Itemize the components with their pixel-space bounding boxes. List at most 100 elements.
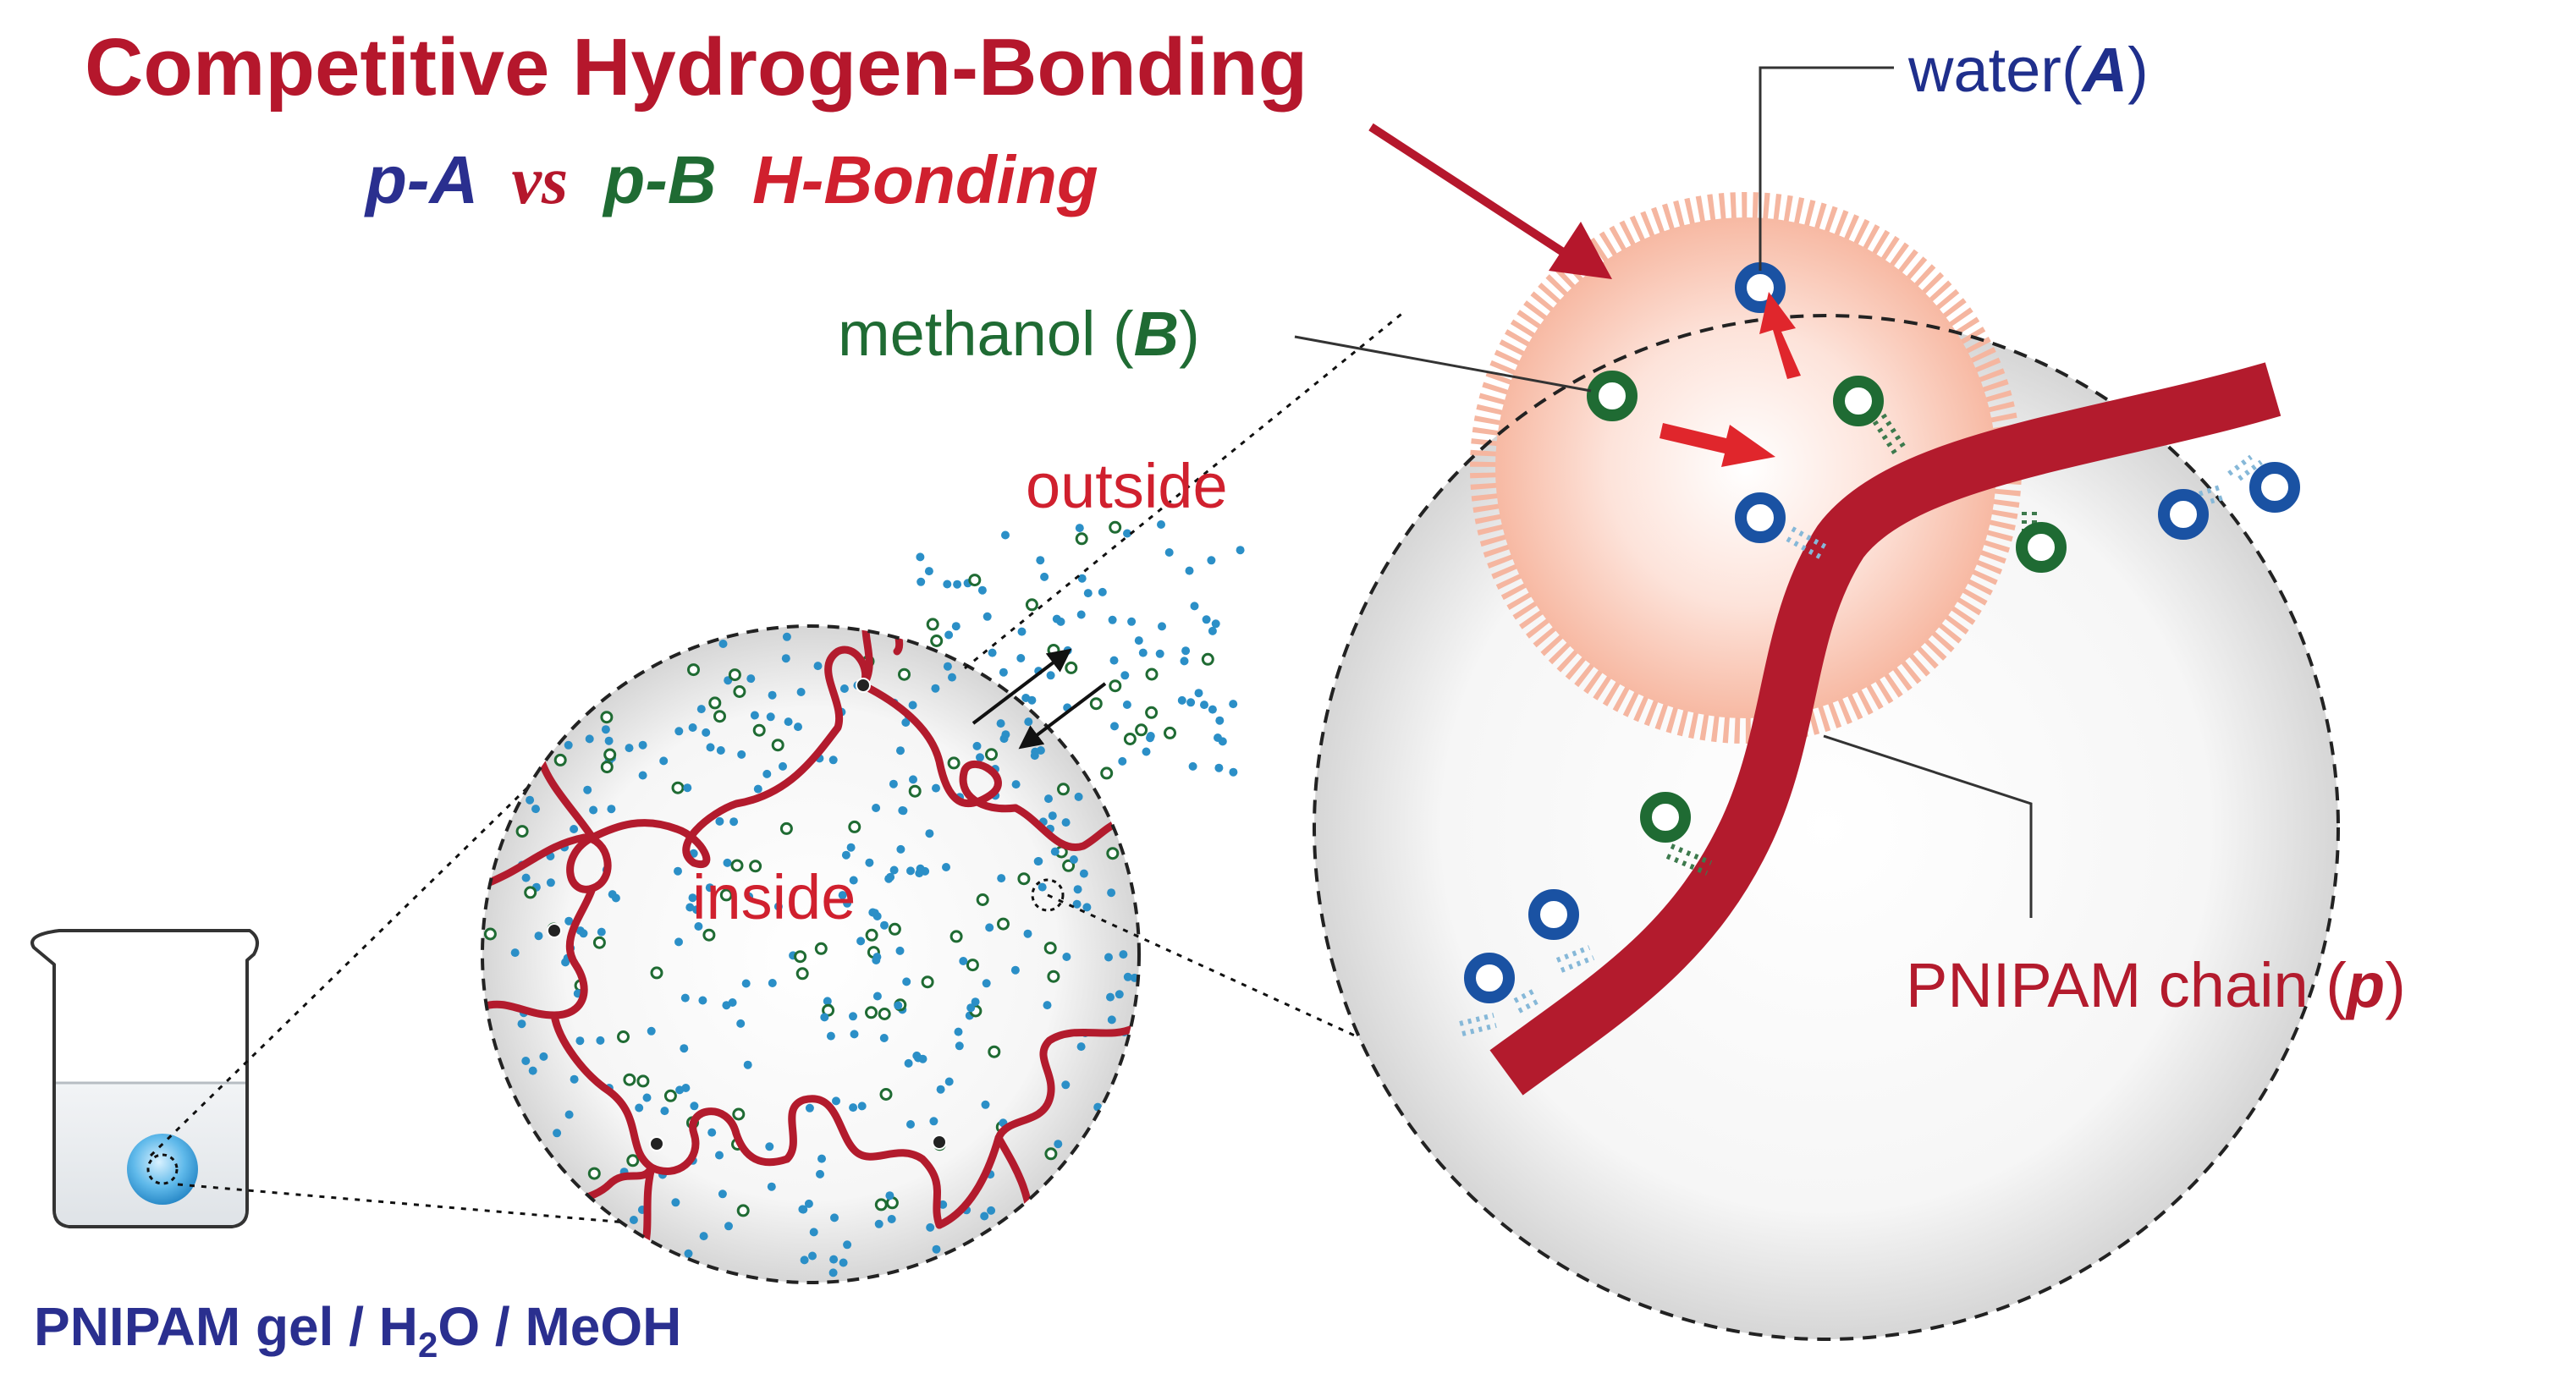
- water-dot: [981, 1100, 990, 1109]
- water-dot: [750, 711, 759, 720]
- water-dot: [766, 712, 775, 722]
- methanol-dot: [1075, 532, 1088, 546]
- water-dot: [534, 931, 543, 941]
- water-dot: [690, 1102, 699, 1111]
- water-dot: [681, 1084, 691, 1092]
- beaker: [30, 929, 259, 1228]
- water-dot: [1017, 627, 1027, 636]
- water-dot: [642, 1093, 652, 1102]
- methanol-dot: [1017, 872, 1031, 886]
- water-dot: [1061, 1080, 1071, 1090]
- water-dot: [570, 825, 579, 833]
- water-dot: [872, 956, 881, 964]
- water-dot: [872, 992, 882, 1001]
- methanol-dot: [592, 936, 606, 949]
- water-dot: [683, 783, 692, 793]
- water-dot: [1214, 733, 1222, 742]
- water-dot: [1069, 855, 1078, 864]
- water-dot: [929, 1117, 938, 1126]
- water-dot: [849, 876, 858, 885]
- water-dot: [896, 844, 905, 854]
- water-dot: [1118, 756, 1127, 766]
- water-dot: [1211, 619, 1220, 629]
- methanol-dot: [1044, 1147, 1058, 1161]
- water-dot: [1072, 899, 1082, 909]
- water-dot: [674, 937, 683, 947]
- methanol-dot: [848, 820, 861, 833]
- water-dot: [951, 622, 960, 631]
- methanol-dot: [733, 685, 746, 698]
- methanol-dot: [898, 668, 911, 681]
- methanol-dot: [771, 739, 784, 752]
- zoom-source-marker: [1031, 878, 1065, 912]
- zoom-lines-gel: [149, 688, 696, 1230]
- water-dot: [1109, 656, 1119, 665]
- water-dot: [817, 1154, 826, 1163]
- water-dot: [596, 1036, 605, 1045]
- methanol-dot: [1135, 723, 1148, 737]
- water-dot: [916, 577, 926, 586]
- water-dot: [849, 1103, 858, 1113]
- water-dot: [916, 864, 925, 873]
- water-dot: [971, 997, 980, 1007]
- methanol-dot: [749, 860, 762, 873]
- chain-symbol: p: [2345, 950, 2385, 1020]
- water-dot: [746, 674, 756, 684]
- water-dot: [625, 744, 634, 753]
- water-dot: [889, 779, 898, 788]
- methanol-dot: [878, 1008, 891, 1020]
- water-dot: [997, 874, 1006, 883]
- water-dot: [706, 743, 715, 752]
- water-dot: [561, 958, 570, 967]
- water-dot: [768, 979, 777, 987]
- water-dot: [1075, 524, 1084, 533]
- methanol-dot: [728, 668, 741, 682]
- methanol-dot: [1043, 942, 1057, 955]
- water-dot: [526, 795, 535, 805]
- water-dot: [779, 761, 787, 771]
- water-dot: [916, 552, 925, 562]
- water-dot: [579, 929, 588, 938]
- methanol-dot: [1106, 847, 1120, 860]
- water-dot: [1023, 929, 1032, 938]
- water-dot: [909, 775, 917, 784]
- water-dot: [680, 993, 690, 1003]
- water-dot: [564, 916, 574, 926]
- methanol-dot: [879, 1088, 893, 1101]
- water-dot: [983, 612, 992, 621]
- methanol-dot: [794, 950, 807, 964]
- water-dot: [980, 1211, 989, 1221]
- water-dot: [959, 957, 968, 965]
- water-dot: [570, 1074, 579, 1084]
- methanol-dot: [732, 1107, 746, 1121]
- water-dot: [1001, 730, 1010, 739]
- methanol-dot: [865, 928, 878, 942]
- water-dot: [528, 1066, 537, 1075]
- water-dot: [843, 898, 852, 908]
- water-dot: [1076, 610, 1086, 619]
- water-dot: [607, 805, 616, 814]
- water-dot: [1229, 767, 1238, 777]
- water-dot: [1110, 722, 1119, 731]
- water-symbol: A: [2081, 35, 2127, 105]
- methanol-dot: [874, 1198, 888, 1211]
- methanol-dot: [930, 635, 944, 647]
- water-dot: [1044, 794, 1053, 804]
- methanol-dot: [908, 784, 922, 798]
- water-dot: [932, 783, 940, 793]
- water-dot: [938, 1200, 948, 1209]
- water-dot: [954, 1027, 963, 1036]
- water-dot: [902, 977, 911, 986]
- water-dot: [1034, 857, 1043, 865]
- water-dot: [931, 684, 940, 693]
- chain-label: PNIPAM chain (p): [1906, 950, 2406, 1020]
- water-dot: [1194, 689, 1203, 698]
- zoom-lines-chain: [964, 310, 1548, 1125]
- methanol-dot: [636, 1074, 650, 1088]
- water-dot: [539, 1052, 548, 1061]
- water-dot: [521, 873, 531, 882]
- water-dot: [564, 740, 573, 750]
- methanol-dot: [617, 1030, 630, 1043]
- water-dot: [894, 1001, 903, 1010]
